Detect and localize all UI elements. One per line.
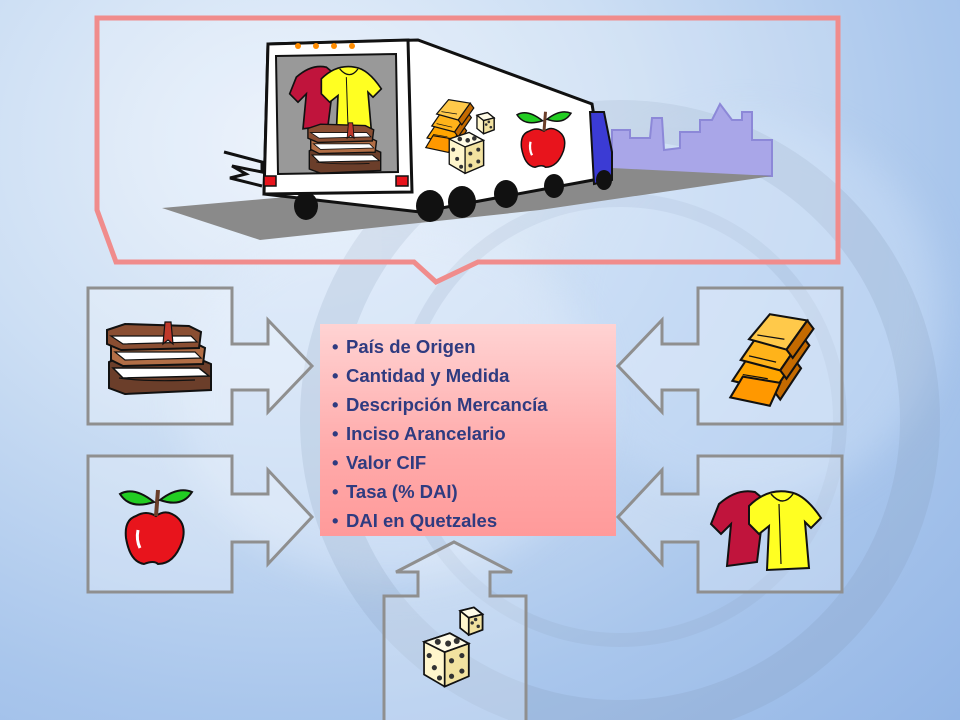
item-tasa-dai: Tasa (% DAI) bbox=[346, 481, 458, 502]
truck-icon bbox=[162, 38, 773, 240]
list-item: •Descripción Mercancía bbox=[332, 394, 548, 415]
item-cantidad-medida: Cantidad y Medida bbox=[346, 365, 510, 386]
list-item: •País de Origen bbox=[332, 336, 476, 357]
list-item: •Valor CIF bbox=[332, 452, 427, 473]
item-dai-quetzales: DAI en Quetzales bbox=[346, 510, 498, 531]
list-item: •Cantidad y Medida bbox=[332, 365, 510, 386]
customs-info-box: •País de Origen •Cantidad y Medida •Desc… bbox=[320, 324, 616, 536]
arrow-box-right-top bbox=[615, 286, 844, 426]
item-pais-origen: País de Origen bbox=[346, 336, 476, 357]
list-item: •Tasa (% DAI) bbox=[332, 481, 458, 502]
customs-info-list: •País de Origen •Cantidad y Medida •Desc… bbox=[332, 332, 608, 535]
arrow-box-bottom bbox=[382, 540, 528, 720]
item-inciso-arancelario: Inciso Arancelario bbox=[346, 423, 506, 444]
item-descripcion-mercancia: Descripción Mercancía bbox=[346, 394, 548, 415]
books-icon bbox=[105, 320, 213, 396]
list-item: •DAI en Quetzales bbox=[332, 510, 498, 531]
item-valor-cif: Valor CIF bbox=[346, 452, 427, 473]
arrow-box-left-bottom bbox=[86, 454, 315, 594]
list-item: •Inciso Arancelario bbox=[332, 423, 506, 444]
